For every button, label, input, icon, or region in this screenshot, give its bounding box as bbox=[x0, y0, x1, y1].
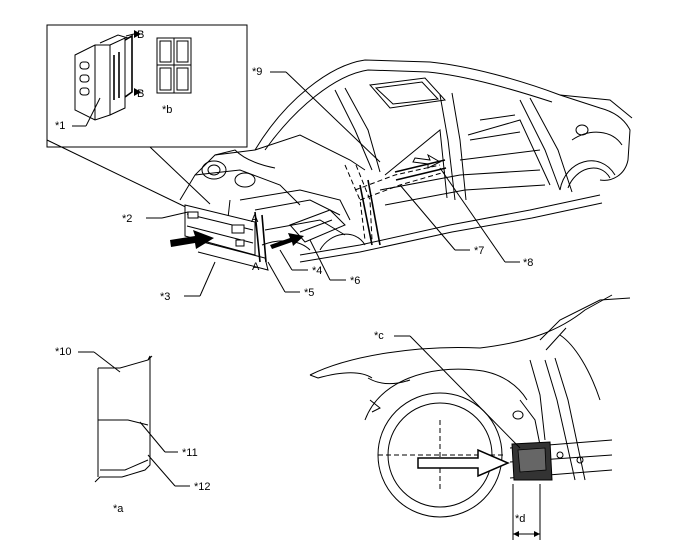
callout-12-label: *12 bbox=[194, 481, 211, 493]
callout-7-label: *7 bbox=[474, 245, 484, 257]
bracket-detail-drawing bbox=[74, 34, 129, 121]
impact-arrow-side bbox=[417, 448, 510, 478]
cross-section-symbol bbox=[156, 37, 192, 94]
note-c-label: *c bbox=[374, 330, 384, 342]
inset-detail: B B *b *1 bbox=[46, 24, 248, 148]
impact-arrow-main bbox=[170, 230, 214, 249]
note-d-label: *d bbox=[515, 513, 525, 525]
section-mark-b-bottom: B bbox=[137, 88, 144, 100]
callout-5-label: *5 bbox=[304, 287, 314, 299]
callout-6-label: *6 bbox=[350, 275, 360, 287]
section-mark-a-top: A bbox=[251, 213, 259, 225]
callout-1-label: *1 bbox=[55, 120, 65, 132]
section-mark-a-bottom: A bbox=[252, 261, 260, 273]
callout-8-label: *8 bbox=[523, 257, 533, 269]
callout-4-label: *4 bbox=[312, 265, 322, 277]
cross-section-detail bbox=[78, 351, 190, 487]
callout-9-label: *9 bbox=[252, 66, 262, 78]
inset-frame bbox=[46, 24, 248, 148]
vehicle-body-drawing: A A bbox=[170, 59, 633, 273]
callout-3-label: *3 bbox=[160, 291, 170, 303]
callout-11-label: *11 bbox=[182, 447, 198, 459]
callout-10-label: *10 bbox=[55, 346, 72, 358]
impact-arrow-secondary bbox=[270, 233, 304, 249]
section-line-b: B B bbox=[124, 29, 144, 100]
callout-2-label: *2 bbox=[122, 213, 132, 225]
note-a-label: *a bbox=[113, 503, 124, 515]
callout-leaders bbox=[146, 71, 520, 297]
note-b-label: *b bbox=[162, 104, 172, 116]
section-mark-b-top: B bbox=[137, 29, 144, 41]
fender-side-view bbox=[309, 294, 631, 540]
